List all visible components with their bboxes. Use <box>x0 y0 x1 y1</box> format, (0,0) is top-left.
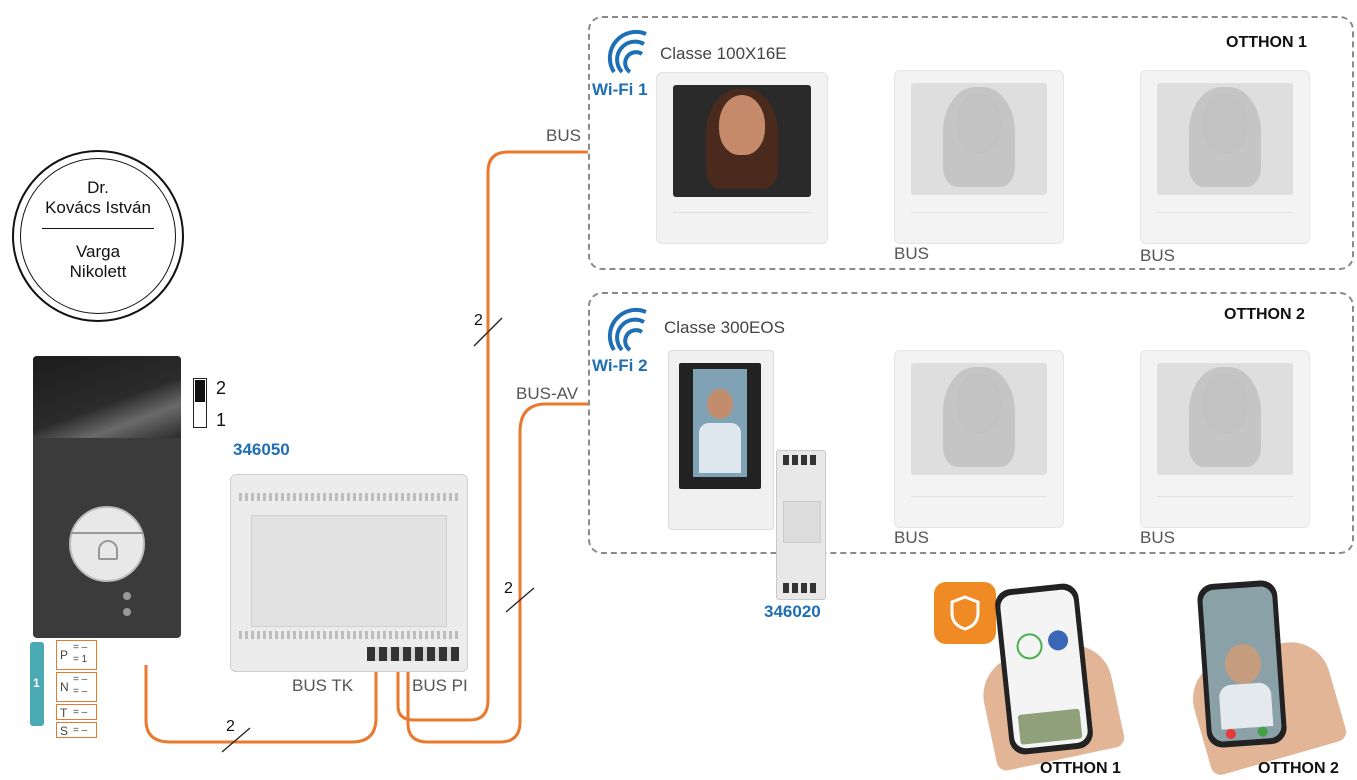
monitor-portrait <box>668 350 774 530</box>
camera-window <box>33 356 181 438</box>
power-supply-code: 346050 <box>233 440 290 459</box>
wifi-icon <box>607 30 647 74</box>
door-entry-panel <box>33 356 181 638</box>
smartphone-1 <box>993 582 1095 756</box>
zone-otthon-2 <box>588 292 1354 554</box>
bus-av-label: BUS-AV <box>516 384 579 403</box>
terminal-s: S = – <box>56 722 97 738</box>
phone1-label: OTTHON 1 <box>1040 760 1121 777</box>
status-led-1 <box>123 592 131 600</box>
bus-tk-label: BUS TK <box>292 676 354 695</box>
zone2-bus-b: BUS <box>1140 528 1175 547</box>
smartphone-2 <box>1196 579 1288 749</box>
wire-count-3: 2 <box>504 580 513 597</box>
app-shield-icon[interactable] <box>934 582 996 644</box>
wire-bus-pi-to-zone1 <box>396 150 588 722</box>
nameplate: Dr. Kovács István Varga Nikolett <box>12 150 184 322</box>
power-supply-unit <box>230 474 468 672</box>
zone1-bus-b: BUS <box>1140 246 1175 265</box>
zone2-bus-a: BUS <box>894 528 929 547</box>
dip-switch-position-1: 1 <box>216 410 227 430</box>
nameplate-title: Dr. <box>87 178 109 197</box>
zone1-title: OTTHON 1 <box>1226 34 1307 51</box>
monitor-5 <box>1140 350 1310 528</box>
terminal-n: N = – = – <box>56 672 97 702</box>
zone1-wifi-label: Wi-Fi 1 <box>592 80 648 99</box>
call-button[interactable] <box>69 506 145 582</box>
shield-icon <box>950 595 980 631</box>
zone2-model-label: Classe 300EOS <box>664 318 785 337</box>
wire-bus-pi-to-zone2 <box>406 402 588 744</box>
av-module-code: 346020 <box>764 602 821 621</box>
monitor-3 <box>1140 70 1310 244</box>
dip-switch-position-2: 2 <box>216 378 227 398</box>
zone2-wifi-label: Wi-Fi 2 <box>592 356 648 375</box>
dip-switch[interactable] <box>193 378 207 428</box>
wire-panel-to-bus-tk <box>144 665 378 744</box>
nameplate-name-3: Nikolett <box>69 262 127 281</box>
zone1-bus-a: BUS <box>894 244 929 263</box>
phone2-label: OTTHON 2 <box>1258 760 1339 777</box>
terminal-t: T = – <box>56 704 97 720</box>
wire-count-2: 2 <box>474 312 483 329</box>
av-module <box>776 450 826 600</box>
terminal-screws <box>367 647 459 661</box>
terminal-badge: 1 <box>33 676 40 690</box>
zone-otthon-1 <box>588 16 1354 270</box>
zone1-model-label: Classe 100X16E <box>660 44 787 63</box>
nameplate-name-1: Kovács István <box>45 198 151 217</box>
wifi-icon <box>607 308 647 352</box>
nameplate-name-2: Varga <box>75 242 121 261</box>
monitor-2 <box>894 70 1064 244</box>
monitor-4 <box>894 350 1064 528</box>
wire-count-1: 2 <box>226 718 235 735</box>
status-led-2 <box>123 608 131 616</box>
terminal-connector: 1 <box>30 642 44 726</box>
terminal-p: P = – = 1 <box>56 640 97 670</box>
bell-icon <box>98 540 118 560</box>
monitor-active-1 <box>656 72 828 244</box>
bus-pi-label: BUS PI <box>412 676 468 695</box>
bus-top-label: BUS <box>546 126 581 145</box>
zone2-title: OTTHON 2 <box>1224 306 1305 323</box>
